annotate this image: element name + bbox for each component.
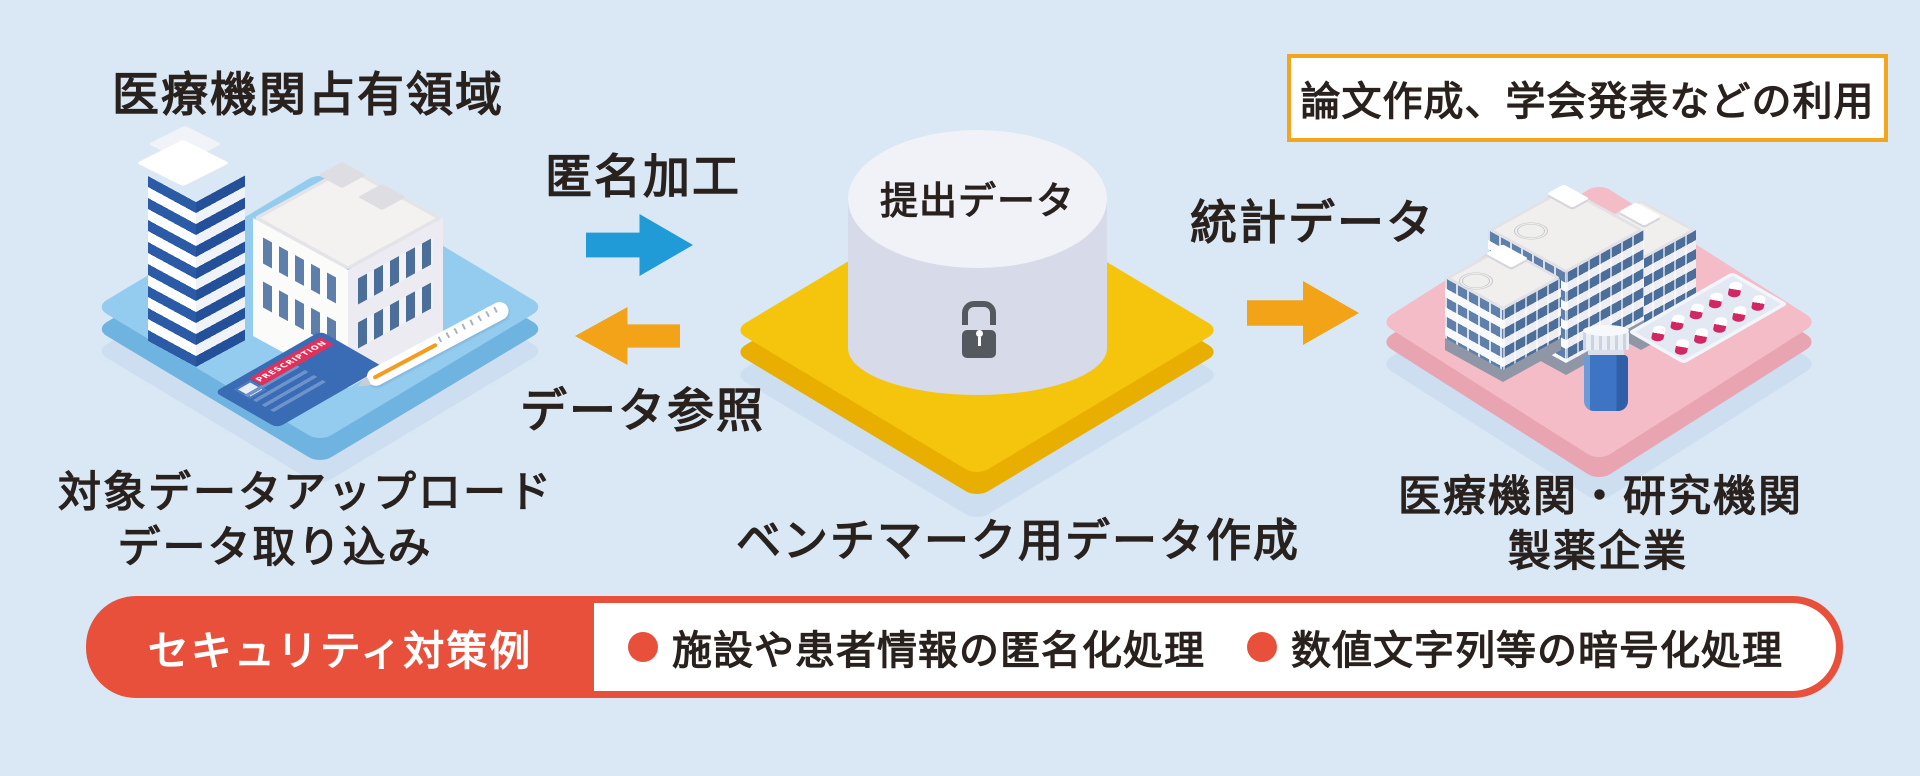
usage-note-text: 論文作成、学会発表などの利用 [1300, 79, 1875, 125]
usage-note-box: 論文作成、学会発表などの利用 [1287, 54, 1888, 142]
security-banner: セキュリティ対策例 施設や患者情報の匿名化処理 数値文字列等の暗号化処理 [86, 596, 1843, 698]
cylinder-label: 提出データ [879, 179, 1075, 223]
security-item: 数値文字列等の暗号化処理 [1247, 618, 1783, 676]
label-anonymize: 匿名加工 [545, 150, 741, 205]
security-banner-title: セキュリティ対策例 [147, 627, 533, 675]
caption-upload: 対象データアップロード データ取り込み [58, 468, 553, 573]
bullet-dot-icon [1247, 632, 1277, 662]
pill-bottle-icon [1583, 325, 1629, 411]
capsule-icon [1650, 325, 1666, 342]
label-data-reference: データ参照 [520, 384, 765, 439]
label-medical-exclusive-area: 医療機関占有領域 [112, 68, 504, 123]
rooftop-vent-icon [1514, 222, 1548, 240]
database-cylinder-top [848, 130, 1107, 268]
caption-benchmark: ベンチマーク用データ作成 [736, 514, 1301, 567]
arrow-left-reference-icon [575, 307, 680, 365]
bullet-dot-icon [628, 632, 658, 662]
arrow-right-anonymize-icon [586, 214, 693, 276]
skyscraper-icon [136, 124, 245, 368]
security-item: 施設や患者情報の匿名化処理 [628, 618, 1205, 676]
lock-icon [962, 301, 996, 358]
security-banner-items: 施設や患者情報の匿名化処理 数値文字列等の暗号化処理 [594, 603, 1836, 691]
rooftop-vent-icon [1459, 272, 1493, 290]
caption-institutions: 医療機関・研究機関 製薬企業 [1398, 472, 1803, 577]
arrow-right-statistics-icon [1247, 281, 1359, 345]
label-statistics-data: 統計データ [1190, 196, 1435, 251]
